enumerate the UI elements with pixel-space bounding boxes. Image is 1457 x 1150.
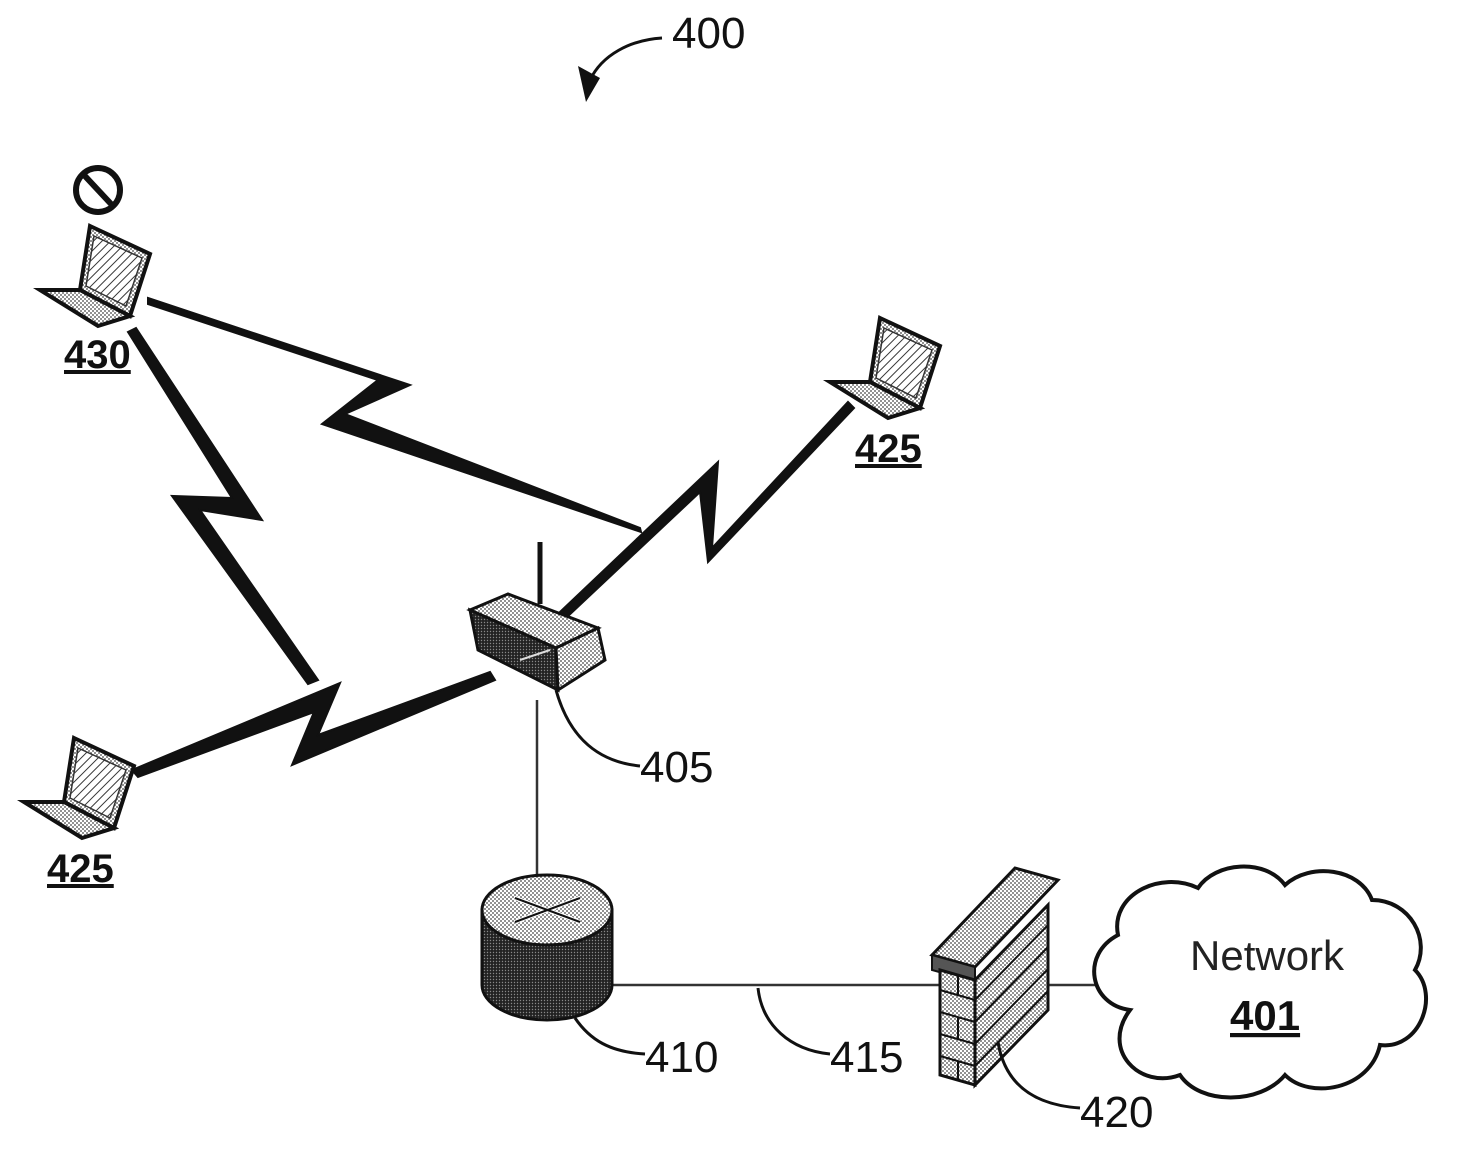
wireless-link-430-to-425-left bbox=[128, 328, 318, 684]
label-425-left: 425 bbox=[47, 847, 114, 891]
figure-reference: 400 bbox=[578, 9, 745, 102]
wireless-access-point-icon bbox=[470, 542, 605, 690]
leader-420 bbox=[998, 1042, 1080, 1108]
leader-405 bbox=[556, 690, 640, 766]
leader-415 bbox=[758, 988, 830, 1054]
label-415: 415 bbox=[830, 1033, 903, 1082]
label-425-right: 425 bbox=[855, 427, 922, 471]
wireless-link-425-left-to-405 bbox=[132, 672, 495, 777]
label-405: 405 bbox=[640, 743, 713, 792]
network-number: 401 bbox=[1230, 992, 1300, 1039]
router-icon bbox=[482, 875, 612, 1020]
wireless-link-405-to-425-right bbox=[560, 402, 854, 618]
firewall-icon bbox=[932, 868, 1058, 1085]
label-430: 430 bbox=[64, 333, 131, 377]
cloud-icon bbox=[1094, 867, 1426, 1098]
laptop-icon bbox=[40, 226, 150, 326]
leader-410 bbox=[575, 1018, 645, 1054]
label-410: 410 bbox=[645, 1033, 718, 1082]
laptop-icon bbox=[24, 738, 134, 838]
label-420: 420 bbox=[1080, 1088, 1153, 1137]
network-name: Network bbox=[1190, 932, 1345, 979]
prohibited-icon bbox=[76, 168, 120, 212]
figure-number: 400 bbox=[672, 9, 745, 58]
